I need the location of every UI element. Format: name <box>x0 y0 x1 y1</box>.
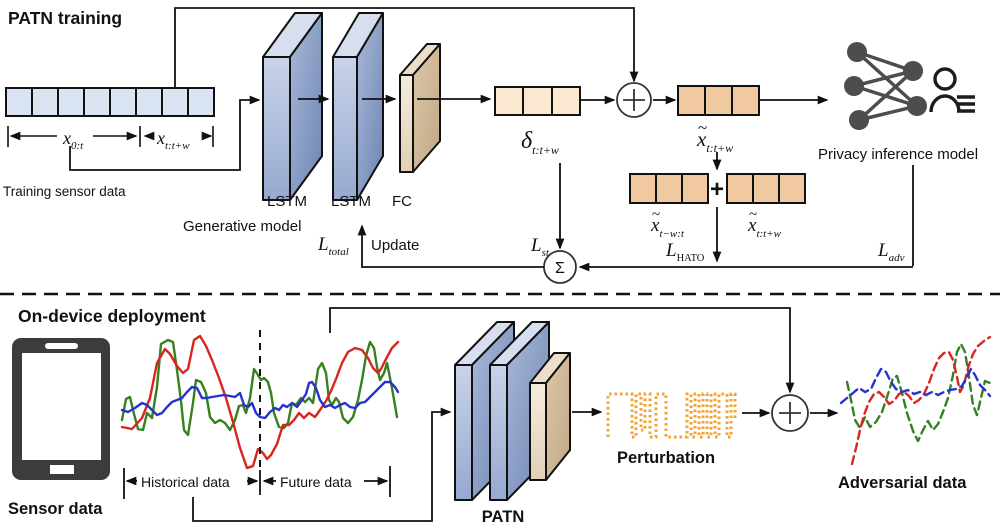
training-section-title: PATN training <box>8 8 122 28</box>
input-sequence <box>5 87 215 117</box>
segment-label-xttw: xt:t+w <box>156 128 190 152</box>
fc-label: FC <box>392 193 412 210</box>
adversarial-data-label: Adversarial data <box>838 474 967 492</box>
adversarial-series-red <box>850 335 992 466</box>
sensor-data-caption: Sensor data <box>8 500 103 518</box>
xtilde-label: xt:t+w <box>696 127 733 155</box>
loss-hato-label: LHATO <box>665 240 705 264</box>
sensor-to-adder-line <box>329 307 795 394</box>
patn-label: PATN <box>482 508 524 526</box>
fc-block <box>399 43 441 173</box>
patn-block <box>454 321 571 501</box>
input-to-generative-line <box>69 95 261 171</box>
lstm1-block <box>262 12 323 201</box>
segment-label-x0t: x0:t <box>62 128 84 152</box>
adversarial-series-green <box>845 342 992 443</box>
delta-sequence <box>494 86 581 116</box>
concat-plus-sign: + <box>710 176 724 203</box>
lstm2-label: LSTM <box>331 193 371 210</box>
adversarial-series-blue <box>839 367 992 405</box>
history-future-measure <box>123 466 391 499</box>
loss-adv-label: Ladv <box>877 240 905 264</box>
pair-left-sequence <box>629 173 709 204</box>
lstm2-block <box>332 12 384 201</box>
sensor-to-patn-line <box>192 407 452 522</box>
perturbation-waveform <box>606 392 737 439</box>
training-data-caption: Training sensor data <box>3 184 126 199</box>
sigma-symbol: Σ <box>555 260 565 277</box>
phone-icon <box>12 338 110 480</box>
pair-right-sequence <box>726 173 806 204</box>
perturbation-label: Perturbation <box>617 449 715 467</box>
adder-node-training <box>616 82 652 118</box>
neural-network-icon <box>844 42 927 130</box>
person-icon <box>929 67 975 113</box>
deployment-section-title: On-device deployment <box>18 306 206 326</box>
pair-right-label: xt:t+w <box>747 215 782 240</box>
update-label: Update <box>371 237 419 254</box>
pair-left-label: xt−w:t <box>650 215 685 240</box>
generative-model-caption: Generative model <box>183 218 301 235</box>
privacy-model-caption: Privacy inference model <box>818 146 978 163</box>
sensor-series-blue <box>120 380 400 420</box>
sensor-series-green <box>120 338 399 437</box>
loss-total-label: Ltotal <box>317 234 349 258</box>
historical-data-label: Historical data <box>141 474 230 490</box>
input-measure-arrows <box>7 126 214 147</box>
sensor-chart <box>120 334 400 470</box>
update-arrow <box>357 224 544 268</box>
adversarial-chart <box>839 335 992 466</box>
adder-node-deployment <box>771 394 809 432</box>
loss-st-label: Lst <box>530 235 550 259</box>
pair-left-tilde-mark: ~ <box>652 207 660 223</box>
sensor-series-red <box>120 334 400 470</box>
xtilde-tilde-mark: ~ <box>698 118 707 137</box>
delta-label: δt:t+w <box>521 128 559 157</box>
xtilde-sequence <box>677 85 760 116</box>
pair-right-tilde-mark: ~ <box>749 207 757 223</box>
lstm1-label: LSTM <box>267 193 307 210</box>
bypass-line-input-to-adder <box>174 7 639 88</box>
future-data-label: Future data <box>280 474 352 490</box>
